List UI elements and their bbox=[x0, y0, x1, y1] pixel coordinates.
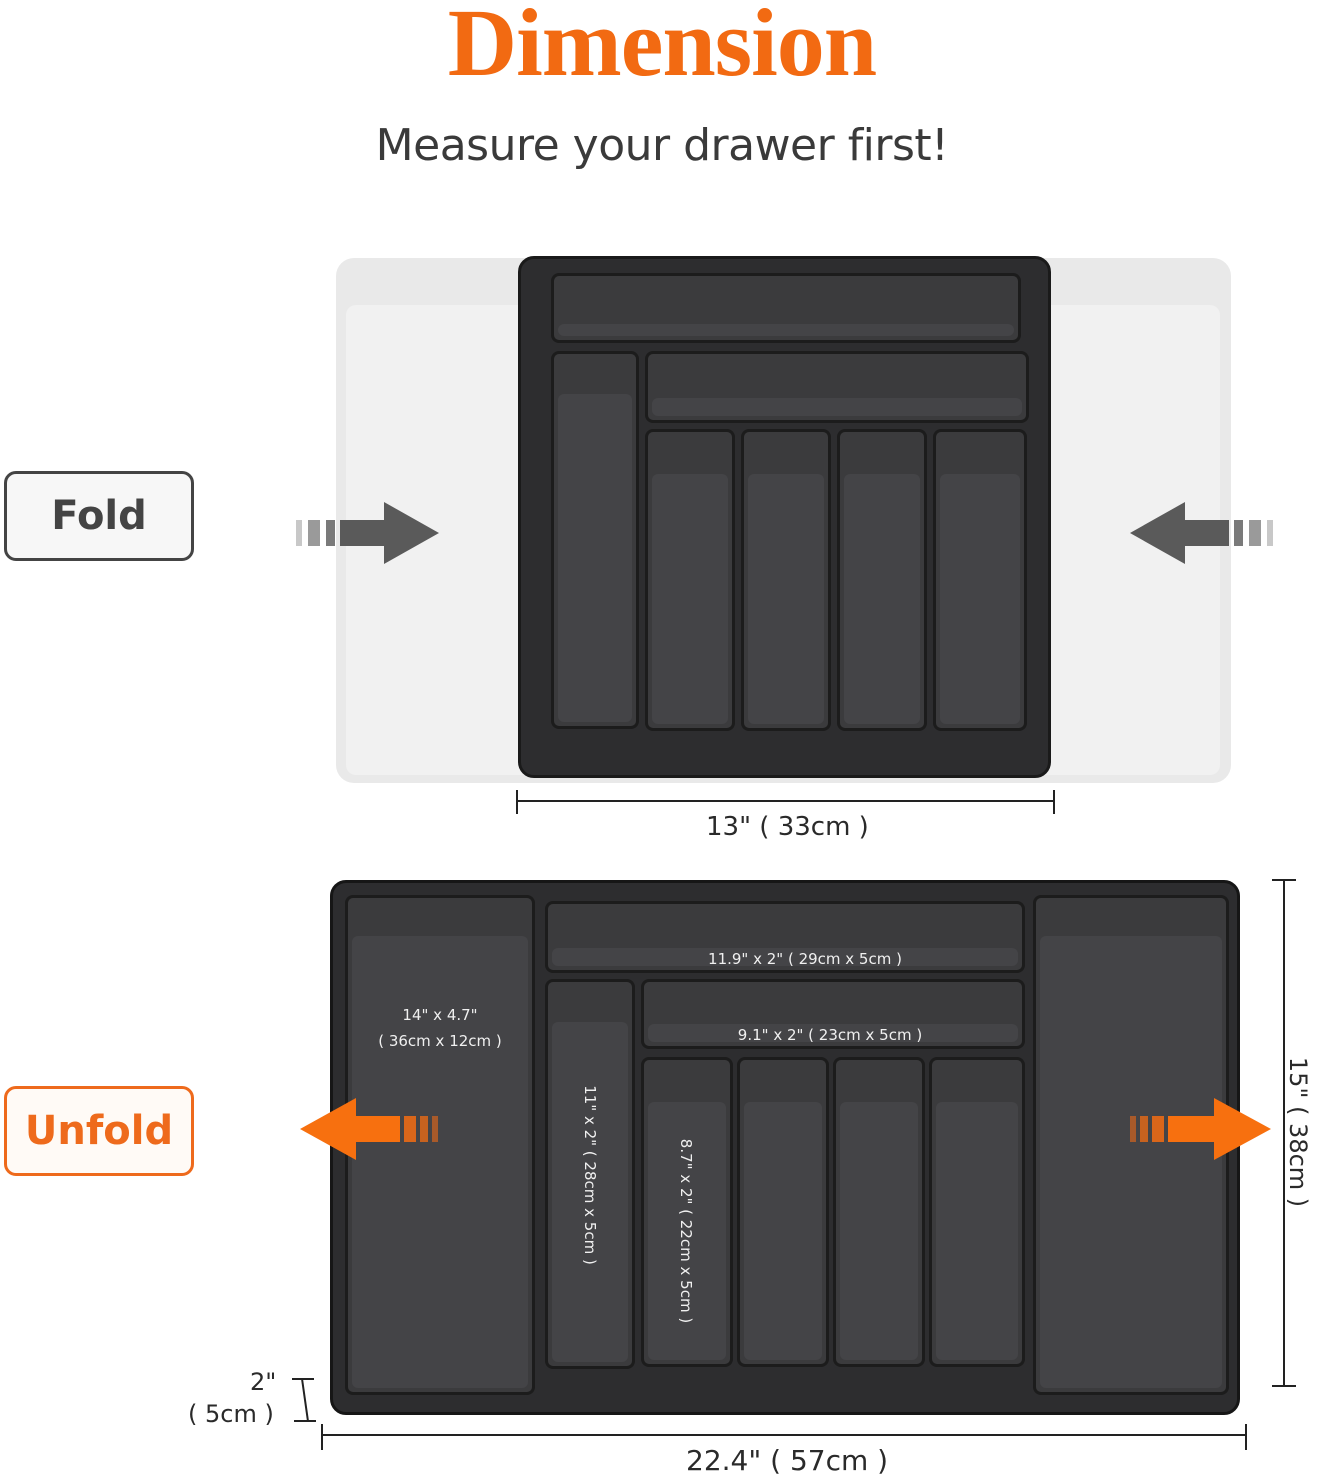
compartment-utensil-3 bbox=[837, 429, 927, 731]
compartment-side-left bbox=[345, 895, 535, 1395]
compartment-utensil-3 bbox=[833, 1057, 925, 1367]
height-label-inches: 2" bbox=[250, 1368, 277, 1396]
unfolded-tray bbox=[330, 880, 1240, 1415]
arrow-left-orange-icon bbox=[300, 1098, 438, 1160]
compartment-middle bbox=[641, 979, 1025, 1049]
fold-width-tick-left bbox=[516, 790, 518, 814]
fold-width-label: 13" ( 33cm ) bbox=[706, 812, 869, 842]
page-title: Dimension bbox=[447, 0, 877, 96]
unfold-width-tick-left bbox=[321, 1424, 323, 1450]
depth-tick-top bbox=[1272, 879, 1296, 881]
compartment-utensil-1 bbox=[641, 1057, 733, 1367]
side-compartment-size-line1: 14" x 4.7" bbox=[402, 1006, 478, 1024]
depth-label: 15" ( 38cm ) bbox=[1284, 1056, 1312, 1208]
height-label-cm: ( 5cm ) bbox=[188, 1400, 274, 1428]
compartment-utensil-1 bbox=[645, 429, 735, 731]
depth-line bbox=[1283, 880, 1285, 1386]
top-compartment-size: 11.9" x 2" ( 29cm x 5cm ) bbox=[708, 950, 902, 968]
height-tick-top bbox=[292, 1378, 314, 1380]
arrow-right-gray-icon bbox=[296, 502, 439, 564]
unfold-width-line bbox=[322, 1434, 1246, 1436]
short-compartment-size: 8.7" x 2" ( 22cm x 5cm ) bbox=[677, 1138, 695, 1324]
side-compartment-size-line2: ( 36cm x 12cm ) bbox=[378, 1032, 502, 1050]
fold-label: Fold bbox=[4, 471, 194, 561]
compartment-long-left bbox=[545, 979, 635, 1369]
arrow-right-orange-icon bbox=[1130, 1098, 1271, 1160]
compartment-top bbox=[545, 901, 1025, 973]
compartment-long-left bbox=[551, 351, 639, 729]
folded-tray bbox=[518, 256, 1051, 778]
unfold-width-label: 22.4" ( 57cm ) bbox=[686, 1444, 889, 1477]
middle-compartment-size: 9.1" x 2" ( 23cm x 5cm ) bbox=[737, 1026, 923, 1044]
depth-tick-bottom bbox=[1272, 1385, 1296, 1387]
height-tick-bottom bbox=[294, 1420, 316, 1422]
unfold-label: Unfold bbox=[4, 1086, 194, 1176]
arrow-left-gray-icon bbox=[1130, 502, 1273, 564]
compartment-utensil-4 bbox=[929, 1057, 1025, 1367]
compartment-side-right bbox=[1033, 895, 1229, 1395]
fold-width-tick-right bbox=[1053, 790, 1055, 814]
compartment-utensil-2 bbox=[737, 1057, 829, 1367]
compartment-utensil-4 bbox=[933, 429, 1027, 731]
compartment-middle bbox=[645, 351, 1029, 423]
page-subtitle: Measure your drawer first! bbox=[375, 120, 949, 171]
unfold-width-tick-right bbox=[1245, 1424, 1247, 1450]
long-compartment-size: 11" x 2" ( 28cm x 5cm ) bbox=[581, 1085, 599, 1265]
height-line bbox=[300, 1378, 310, 1422]
compartment-top bbox=[551, 273, 1021, 343]
compartment-utensil-2 bbox=[741, 429, 831, 731]
fold-width-line bbox=[517, 800, 1055, 802]
